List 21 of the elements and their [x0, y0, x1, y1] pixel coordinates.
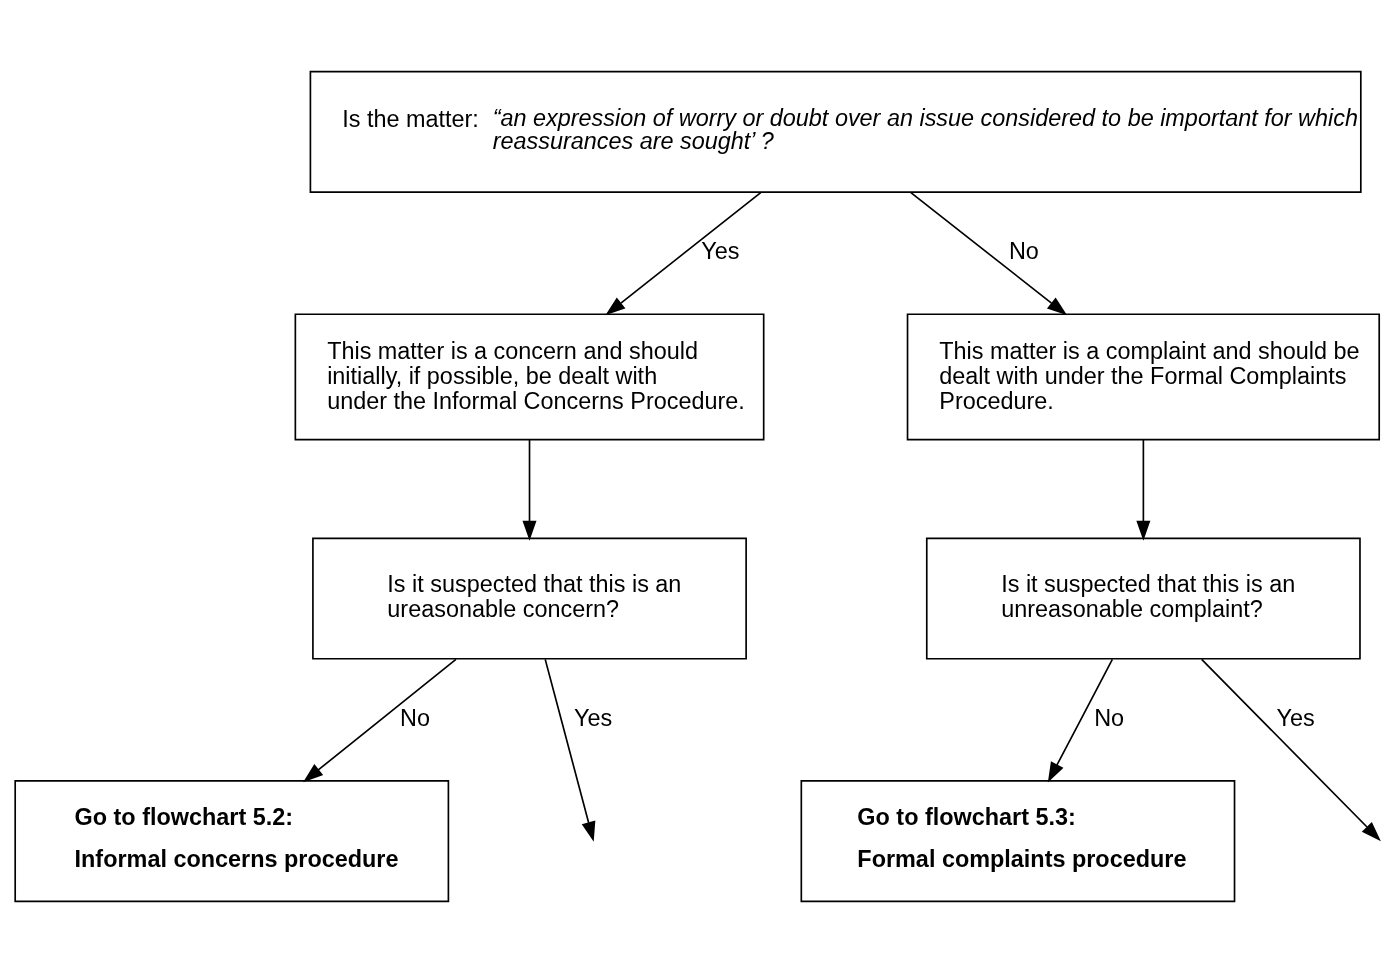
arrow [605, 191, 762, 315]
node-box: Is it suspected that this is an unreasonable complaint? [925, 537, 1361, 660]
edge-label: No [400, 704, 431, 731]
edge-label: No [1094, 704, 1125, 731]
edge-label: Yes [701, 237, 740, 264]
node-box: Is it suspected that this is an ureasonable concern? [312, 537, 747, 660]
arrow [1200, 658, 1381, 841]
edge-label: No [1008, 237, 1039, 264]
node-box: This matter is a complaint and should be dealt with under the Formal Complaints Procedure. [906, 312, 1381, 440]
node-box: This matter is a concern and should initially, if possible, be dealt with under the Informal Concerns Procedure. [294, 312, 765, 440]
node-box: Go to flowchart 5.2: Informal concerns procedure [14, 779, 450, 902]
arrow [910, 191, 1068, 315]
arrow [1047, 658, 1114, 782]
arrow [303, 658, 457, 782]
arrow [522, 438, 537, 541]
edge-label: Yes [574, 704, 613, 731]
arrow [1136, 438, 1151, 541]
node-box: Go to flowchart 5.3: Formal complaints procedure [800, 779, 1236, 902]
node-box: Is the matter: “an expression of worry or doubt over an issue considered to be important for which reassurances are sought’ ? [309, 70, 1362, 193]
edge-label: Yes [1276, 704, 1315, 731]
arrow [544, 658, 596, 842]
